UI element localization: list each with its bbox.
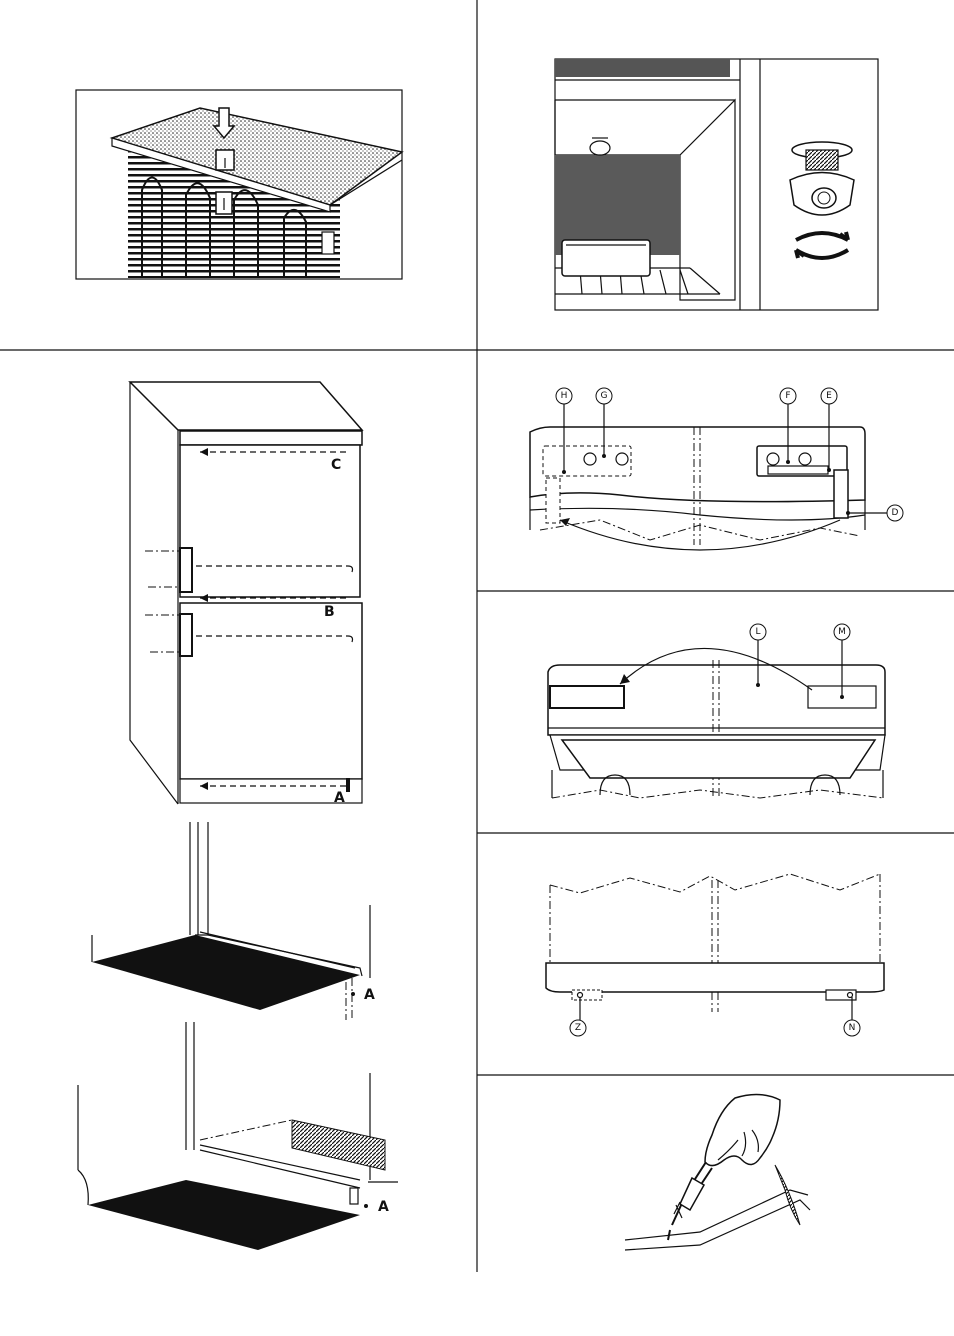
floor-shadow-2 <box>88 1180 360 1250</box>
floor-shadow <box>92 935 360 1010</box>
side-vent-panel <box>292 1120 385 1170</box>
hinge-label-h: H <box>561 391 568 401</box>
cover-label-l: L <box>755 627 760 637</box>
fridge-door <box>180 603 362 779</box>
upper-handle <box>180 548 192 592</box>
condenser-clip-illustration <box>76 90 402 279</box>
hinge-label-f: F <box>785 391 790 401</box>
door-label-c: C <box>331 457 341 473</box>
screwdriver-hand-illustration <box>625 1094 810 1250</box>
floor-plinth-illustration-1: A <box>92 822 375 1020</box>
door-label-b: B <box>324 604 335 620</box>
floor-plinth-illustration-2: A <box>78 1022 398 1250</box>
lower-handle <box>180 614 192 656</box>
hinge-top-illustration: H G F E D <box>530 388 903 550</box>
floor-label-a-1: A <box>364 987 375 1003</box>
rotate-icon <box>796 232 848 258</box>
fridge-door-illustration: C B A <box>130 382 362 806</box>
interior-light-illustration <box>555 59 878 310</box>
bulb-cover-detail <box>790 142 854 215</box>
top-cover-illustration: L M <box>548 624 885 798</box>
hinge-label-g: G <box>601 391 608 401</box>
bottom-label-n: N <box>849 1023 856 1033</box>
hinge-label-e: E <box>826 391 832 401</box>
cover-label-m: M <box>838 627 846 637</box>
hinge-label-d: D <box>892 508 899 518</box>
floor-label-a-2: A <box>378 1199 389 1215</box>
bottom-label-z: Z <box>575 1023 581 1033</box>
bottom-hinge-illustration: Z N <box>546 874 884 1036</box>
lamp-cover <box>590 141 610 155</box>
door-label-a: A <box>334 790 345 806</box>
hinge-pin <box>834 470 848 518</box>
